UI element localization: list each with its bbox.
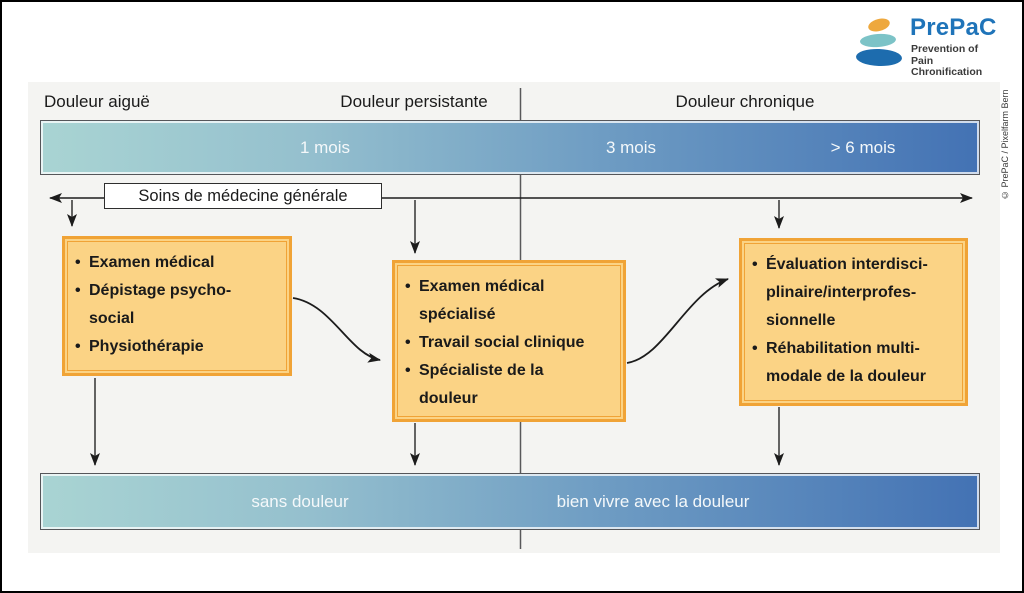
- phase-label-persistent: Douleur persistante: [340, 92, 488, 111]
- bullet-icon: •: [752, 340, 758, 357]
- logo-stone-teal-icon: [859, 32, 897, 49]
- bullet-icon: •: [405, 334, 411, 351]
- list-item: •Dépistage psycho- social: [75, 277, 281, 333]
- outcome-bar: sans douleur bien vivre avec la douleur: [40, 473, 980, 530]
- outcome-label-living-with-pain: bien vivre avec la douleur: [556, 491, 750, 511]
- list-item: •Travail social clinique: [405, 329, 615, 357]
- treatment-box-acute: •Examen médical •Dépistage psycho- socia…: [62, 236, 292, 376]
- list-item: •Spécialiste de la douleur: [405, 357, 615, 413]
- logo-tagline-line2: Pain Chronification: [911, 54, 983, 78]
- logo-brand-name: PrePaC: [910, 14, 997, 41]
- list-item: •Évaluation interdisci- plinaire/interpr…: [752, 251, 957, 335]
- treatment-box-persistent: •Examen médical spécialisé •Travail soci…: [392, 260, 626, 422]
- outcome-label-pain-free: sans douleur: [251, 491, 349, 511]
- prepac-logo: PrePaC Prevention of Pain Chronification: [855, 14, 1005, 80]
- bullet-icon: •: [405, 278, 411, 295]
- phase-label-acute: Douleur aiguë: [44, 92, 150, 111]
- bullet-icon: •: [752, 256, 758, 273]
- bullet-icon: •: [75, 338, 81, 355]
- list-item: •Réhabilitation multi- modale de la doul…: [752, 335, 957, 391]
- treatment-box-chronic: •Évaluation interdisci- plinaire/interpr…: [739, 238, 968, 406]
- milestone-1-month: 1 mois: [299, 137, 351, 157]
- phase-label-chronic: Douleur chronique: [675, 92, 815, 111]
- logo-tagline: Prevention of Pain Chronification: [911, 43, 1005, 79]
- milestone-3-months: 3 mois: [605, 137, 657, 157]
- logo-tagline-line1: Prevention of: [911, 43, 979, 55]
- bullet-icon: •: [405, 362, 411, 379]
- list-item: •Physiothérapie: [75, 333, 281, 361]
- copyright-credit: © PrePaC / Pixelfarm Bern: [1000, 89, 1010, 200]
- bullet-icon: •: [75, 254, 81, 271]
- milestone-6-months: > 6 mois: [830, 137, 896, 157]
- logo-stone-blue-icon: [855, 48, 903, 67]
- bullet-icon: •: [75, 282, 81, 299]
- list-item: •Examen médical spécialisé: [405, 273, 615, 329]
- timeline-bar: 1 mois 3 mois > 6 mois: [40, 120, 980, 175]
- care-band-label: Soins de médecine générale: [104, 183, 382, 209]
- list-item: •Examen médical: [75, 249, 281, 277]
- logo-stone-orange-icon: [866, 16, 892, 34]
